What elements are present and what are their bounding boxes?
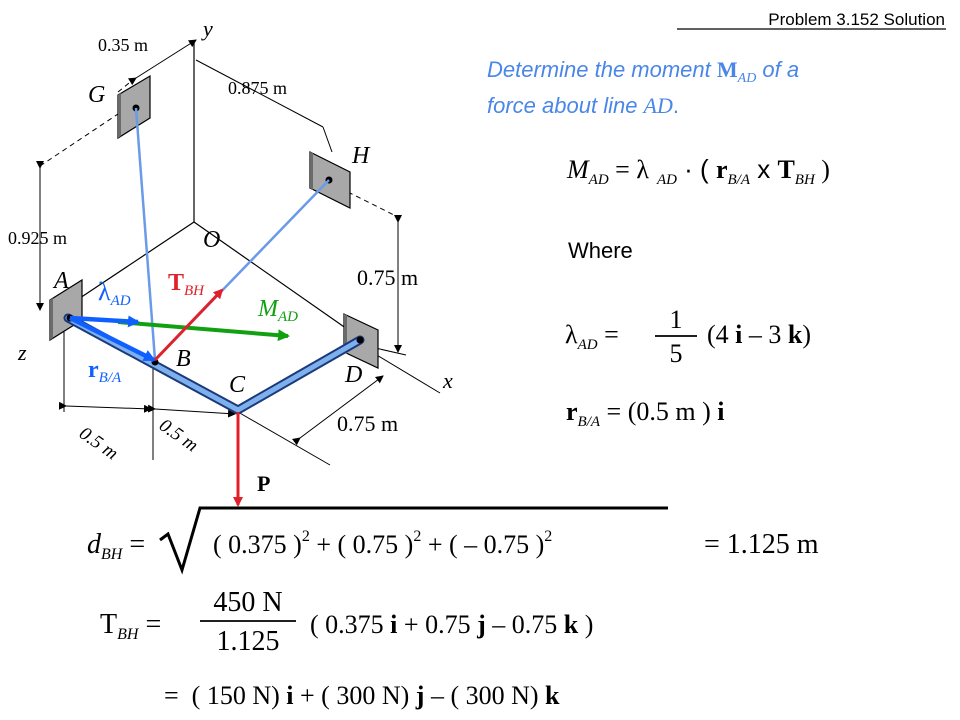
dim-label-035: 0.35 m	[98, 35, 148, 55]
where-label: Where	[568, 238, 633, 263]
lambda-expression: (4 i – 3 k)	[707, 320, 811, 349]
z-axis-label: z	[17, 340, 27, 365]
TBH-fraction-num: 450 N	[213, 587, 282, 618]
TBH-result: = ( 150 N) i + ( 300 N) j – ( 300 N) k	[164, 681, 560, 710]
point-label-B: B	[176, 346, 191, 372]
label-TBH: TBH	[168, 270, 205, 299]
equation-TBH-result: = ( 150 N) i + ( 300 N) j – ( 300 N) k	[164, 681, 560, 710]
equation-r: rB/A = (0.5 m ) i	[566, 397, 724, 430]
dim-ext-C-diag	[237, 411, 331, 466]
label-P: P	[257, 471, 270, 496]
point-label-A: A	[52, 268, 69, 294]
problem-prompt: Determine the moment MAD of a force abou…	[487, 57, 799, 118]
dim-075-bottom	[291, 375, 384, 446]
prompt-line-2: force about line AD.	[487, 93, 679, 118]
equation-dBH: dBH = ( 0.375 )2 + ( 0.75 )2 + ( – 0.75 …	[87, 506, 819, 575]
dim-label-0875: 0.875 m	[228, 78, 287, 98]
dim-05-left	[58, 401, 152, 413]
equation-lambda: λAD = 1 5 (4 i – 3 k)	[565, 305, 811, 368]
point-label-G: G	[88, 82, 105, 108]
sqrt-sign	[159, 506, 668, 575]
dBH-radicand: ( 0.375 )2 + ( 0.75 )2 + ( – 0.75 )2	[213, 528, 552, 559]
lambda-fraction-num: 1	[670, 305, 683, 334]
dBH-lhs: dBH =	[87, 529, 145, 563]
dim-05-mid	[147, 404, 236, 418]
dim-label-05-mid: 0.5 m	[155, 415, 202, 456]
dim-label-075-bottom: 0.75 m	[337, 411, 398, 436]
dim-ext-H-top	[195, 59, 324, 128]
plate-G	[117, 74, 151, 140]
cable-BG	[134, 107, 157, 361]
r-formula: rB/A = (0.5 m ) i	[566, 397, 724, 430]
label-MAD: MAD	[257, 296, 298, 325]
x-axis	[193, 221, 361, 339]
lambda-AD-arrow	[69, 315, 140, 328]
prompt-line-1: Determine the moment MAD of a	[487, 57, 799, 86]
lambda-lhs: λAD =	[565, 320, 619, 353]
plate-H	[309, 151, 351, 209]
tension-TBH-arrow	[153, 288, 224, 362]
point-label-C: C	[229, 372, 246, 398]
y-axis-label: y	[201, 16, 213, 41]
rod-ABCD	[63, 313, 365, 415]
label-lambda-AD: λAD	[98, 277, 131, 309]
TBH-expression: ( 0.375 i + 0.75 j – 0.75 k )	[310, 610, 593, 639]
figure: y z x O 0.35 m 0.875 m 0.925 m 0.75 m 0.…	[8, 16, 453, 507]
TBH-lhs: TBH =	[100, 609, 161, 643]
dim-label-0925: 0.925 m	[8, 228, 67, 248]
point-label-D: D	[344, 362, 362, 388]
header: Problem 3.152 Solution	[677, 10, 946, 30]
point-label-O: O	[203, 227, 220, 253]
dim-ext-G-side	[39, 113, 119, 167]
point-D-marker	[356, 336, 364, 344]
z-axis	[61, 221, 195, 311]
moment-MAD-arrow	[117, 320, 290, 342]
dim-label-075-right: 0.75 m	[357, 265, 418, 290]
dBH-result: = 1.125 m	[704, 529, 819, 560]
dim-ext-G-top	[117, 78, 135, 93]
equation-TBH: TBH = 450 N 1.125 ( 0.375 i + 0.75 j – 0…	[100, 587, 593, 657]
point-label-H: H	[351, 143, 371, 169]
lambda-fraction-den: 5	[670, 339, 683, 368]
dim-035	[127, 39, 197, 86]
TBH-fraction-den: 1.125	[217, 626, 280, 657]
x-axis-label: x	[442, 368, 453, 393]
problem-title: Problem 3.152 Solution	[768, 10, 945, 29]
label-rBA: rB/A	[88, 357, 122, 386]
dim-ext-H-vert	[322, 126, 333, 153]
r-BA-arrow	[68, 315, 156, 363]
dim-label-05-left: 0.5 m	[75, 423, 122, 464]
